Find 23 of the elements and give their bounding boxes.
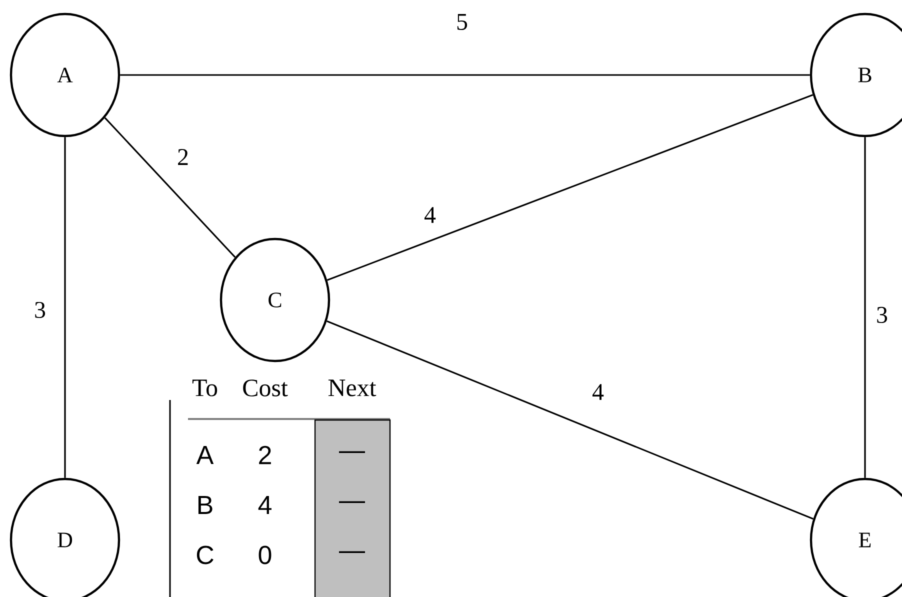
table-cell: A: [196, 446, 214, 464]
edge-line: [120, 74, 810, 76]
table-cell: —: [339, 551, 365, 553]
edge-label: 5: [455, 13, 469, 31]
edge-line: [864, 137, 866, 478]
edge-line: [64, 137, 66, 478]
table-cell: C: [196, 546, 214, 564]
table-cell: 0: [258, 546, 272, 564]
column-header: To: [192, 380, 218, 396]
edge-label: 2: [176, 148, 190, 166]
table-cell: —: [339, 451, 365, 453]
edge-label: 3: [875, 306, 890, 324]
edge-label: 4: [591, 383, 605, 401]
table-cell: B: [198, 496, 212, 514]
table-cell: 2: [259, 446, 271, 464]
table-cell: 4: [258, 496, 272, 514]
edge-label: 4: [423, 206, 437, 224]
table-cell: —: [339, 501, 365, 503]
edge-label: 3: [33, 300, 47, 320]
edge-line: [326, 320, 814, 520]
edge-line: [104, 117, 236, 258]
column-header: Next: [328, 380, 376, 396]
edge-line: [326, 94, 814, 281]
